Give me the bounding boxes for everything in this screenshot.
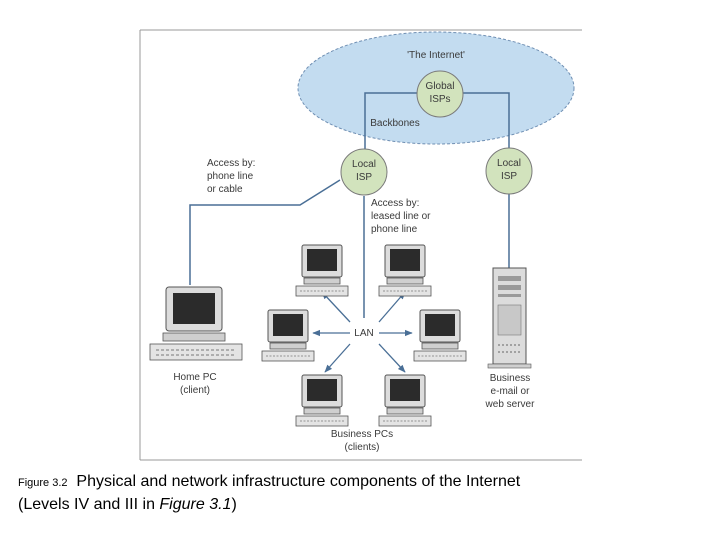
lan-arrow-to-pc-top-left	[321, 291, 351, 323]
access-leased-line1: Access by:	[371, 198, 419, 209]
link-left-isp-to-home-pc	[189, 179, 341, 285]
lan-arrow-to-pc-top-right	[378, 291, 406, 323]
caption-line2-suffix: )	[231, 496, 237, 513]
home-pc-label-line2: (client)	[180, 385, 210, 396]
server-icon	[487, 267, 532, 369]
internet-label: 'The Internet'	[407, 50, 465, 61]
figure-number: Figure 3.2	[18, 477, 68, 489]
backbones-label: Backbones	[370, 118, 419, 129]
home-pc-label-line1: Home PC	[173, 372, 216, 383]
figure-caption: Figure 3.2 Physical and network infrastr…	[18, 471, 708, 516]
local-isp-right-node	[485, 147, 533, 195]
global-isp-label-line2: ISPs	[429, 94, 450, 105]
local-isp-right-line1: Local	[497, 158, 521, 169]
caption-line1: Figure 3.2 Physical and network infrastr…	[18, 471, 708, 494]
business-pcs-label-line2: (clients)	[344, 442, 379, 453]
access-phone-line3: or cable	[207, 184, 243, 195]
lan-label: LAN	[354, 328, 373, 339]
business-pc-icon	[378, 374, 432, 427]
business-pc-icon	[295, 244, 349, 297]
server-label-line1: Business	[490, 373, 531, 384]
access-leased-line3: phone line	[371, 224, 418, 235]
business-pc-icon	[295, 374, 349, 427]
access-phone-line2: phone line	[207, 171, 254, 182]
caption-line2: (Levels IV and III in Figure 3.1)	[18, 494, 708, 516]
link-global-to-left-isp	[364, 92, 420, 152]
access-leased-line2: leased line or	[371, 211, 431, 222]
caption-figure-ref: Figure 3.1	[159, 496, 232, 513]
link-global-to-right-isp	[460, 92, 510, 150]
business-pc-icon	[378, 244, 432, 297]
global-isp-label-line1: Global	[426, 81, 455, 92]
server-label-line3: web server	[485, 399, 536, 410]
local-isp-left-node	[340, 148, 388, 196]
home-pc-icon	[149, 286, 243, 361]
caption-line2-prefix: (Levels IV and III in	[18, 496, 160, 513]
business-pcs-label-line1: Business PCs	[331, 429, 393, 440]
local-isp-left-line2: ISP	[356, 172, 372, 183]
business-pc-icon	[261, 309, 315, 362]
server-label-line2: e-mail or	[491, 386, 531, 397]
caption-text: Physical and network infrastructure comp…	[76, 473, 521, 490]
local-isp-left-line1: Local	[352, 159, 376, 170]
local-isp-right-line2: ISP	[501, 171, 517, 182]
business-pc-icon	[413, 309, 467, 362]
lan-arrow-to-pc-bottom-right	[378, 343, 406, 373]
network-diagram: 'The Internet' Global ISPs Backbones Loc…	[139, 29, 582, 461]
access-phone-line1: Access by:	[207, 158, 255, 169]
global-isp-node	[416, 70, 464, 118]
lan-arrow-to-pc-bottom-left	[324, 343, 351, 373]
